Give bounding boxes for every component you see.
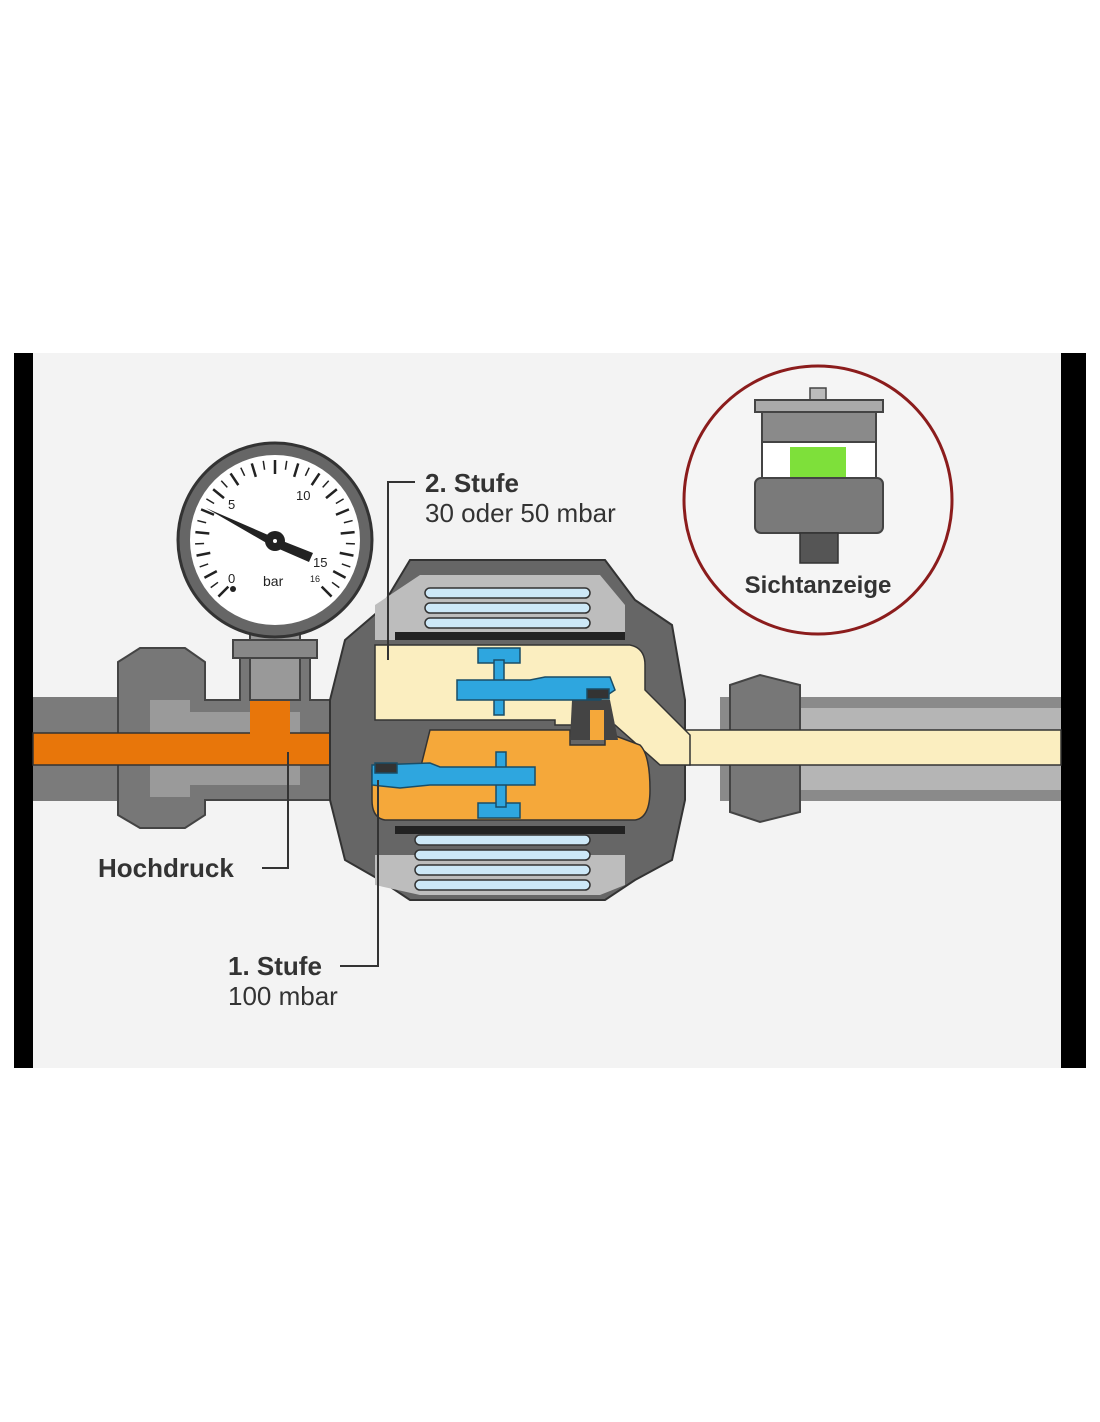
gauge-tick — [304, 467, 310, 477]
gauge-tick — [341, 563, 351, 568]
gauge-tick — [197, 519, 207, 524]
indicator-green-window — [790, 447, 846, 477]
gauge-tick — [200, 508, 215, 516]
regulator-body — [329, 559, 691, 901]
stage1-title: 1. Stufe — [228, 951, 322, 981]
gauge-tick — [262, 460, 266, 470]
gauge-tick — [210, 581, 219, 589]
gauge-tick — [340, 530, 355, 535]
gauge-tick — [292, 463, 300, 478]
upper-spring — [424, 587, 591, 629]
gauge-tick — [240, 467, 246, 477]
stage2-title: 2. Stufe — [425, 468, 519, 498]
gauge-tick — [325, 488, 338, 500]
gauge-tick — [205, 498, 215, 505]
pressure-gauge: 0 5 10 15 16 bar — [176, 441, 374, 701]
indicator-label: Sichtanzeige — [745, 572, 892, 599]
stage2-valve — [456, 647, 616, 716]
outlet-pipe — [619, 673, 1062, 824]
right-black-bar — [1061, 353, 1086, 1068]
stage1-pressure: 100 mbar — [228, 981, 338, 1011]
gauge-tick — [220, 480, 228, 488]
gauge-tick — [331, 581, 340, 589]
gauge-tick — [229, 472, 240, 486]
gauge-tick — [320, 585, 333, 598]
gauge-label-16: 16 — [310, 574, 320, 584]
gauge-tick — [203, 570, 218, 579]
gauge-label-5: 5 — [228, 497, 235, 512]
gauge-tick — [335, 498, 345, 505]
gauge-label-15: 15 — [313, 555, 327, 570]
gauge-tick — [195, 530, 210, 535]
gauge-tick — [217, 585, 230, 598]
gauge-label-10: 10 — [296, 488, 310, 503]
lower-spring — [414, 834, 591, 891]
left-black-bar — [14, 353, 33, 1068]
gauge-tick — [212, 488, 225, 500]
gauge-tick — [196, 551, 211, 557]
leader-lines — [262, 481, 415, 967]
gauge-tick — [310, 472, 321, 486]
gauge-tick — [250, 463, 258, 478]
stage1-valve — [371, 751, 536, 819]
gauge-tick — [199, 563, 209, 568]
indicator-inset: Sichtanzeige — [682, 364, 954, 636]
gauge-unit: bar — [263, 573, 284, 589]
gauge-tick — [335, 508, 350, 516]
gauge-label-0: 0 — [228, 571, 235, 586]
gauge-tick — [322, 480, 330, 488]
gauge-tick — [332, 570, 347, 579]
high-pressure-label: Hochdruck — [98, 853, 234, 883]
gauge-tick — [343, 519, 353, 524]
gauge-needle — [206, 508, 313, 562]
gauge-ticks — [195, 460, 355, 598]
stage2-pressure: 30 oder 50 mbar — [425, 498, 616, 528]
gauge-tick — [339, 551, 354, 557]
gauge-tick — [284, 460, 288, 470]
